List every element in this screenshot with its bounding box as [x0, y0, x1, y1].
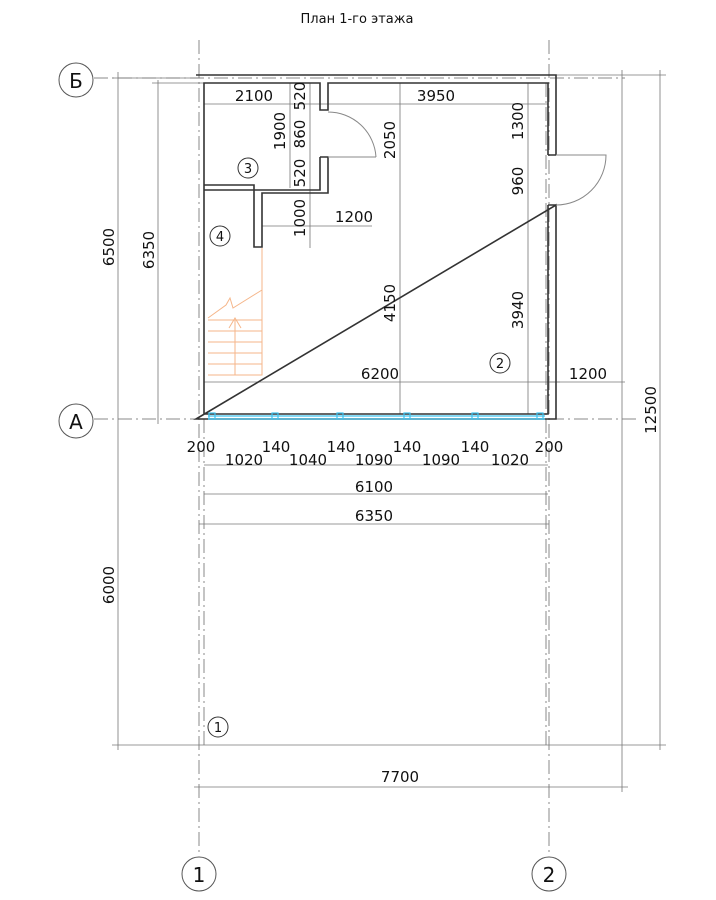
room-marker-4: 4: [209, 225, 231, 247]
dim-3950: 3950: [417, 87, 455, 105]
dim-1200-porch: 1200: [569, 365, 607, 383]
svg-text:1020: 1020: [225, 451, 263, 469]
plan-title: План 1-го этажа: [301, 12, 414, 27]
svg-text:2: 2: [496, 357, 504, 372]
svg-text:1040: 1040: [289, 451, 327, 469]
dim-6350: 6350: [355, 507, 393, 525]
svg-text:140: 140: [327, 438, 356, 456]
dimension-lines: [112, 70, 666, 792]
axis-bubble-a: А: [58, 403, 94, 439]
dim-1300: 1300: [509, 102, 527, 140]
dim-960: 960: [509, 167, 527, 196]
svg-text:140: 140: [262, 438, 291, 456]
dim-12500: 12500: [642, 386, 660, 434]
svg-text:А: А: [69, 410, 83, 434]
svg-text:140: 140: [393, 438, 422, 456]
dim-6350-vertical: 6350: [140, 231, 158, 269]
dim-1900: 1900: [271, 112, 289, 150]
dimension-labels: 2100 3950 520 860 520 1900 2050 1300 960…: [100, 82, 660, 786]
dim-6100: 6100: [355, 478, 393, 496]
dim-7700: 7700: [381, 768, 419, 786]
dim-520-top: 520: [291, 82, 309, 111]
staircase: [207, 248, 263, 376]
svg-text:3: 3: [244, 162, 252, 177]
dim-4150: 4150: [381, 284, 399, 322]
svg-text:Б: Б: [69, 69, 83, 93]
svg-text:1090: 1090: [355, 451, 393, 469]
svg-text:1: 1: [214, 721, 222, 736]
room-marker-3: 3: [237, 157, 259, 179]
dim-3940: 3940: [509, 291, 527, 329]
svg-text:1090: 1090: [422, 451, 460, 469]
interior-door: [327, 111, 377, 158]
dim-2100: 2100: [235, 87, 273, 105]
svg-text:1020: 1020: [491, 451, 529, 469]
dim-860: 860: [291, 120, 309, 149]
svg-text:200: 200: [187, 438, 216, 456]
svg-text:2: 2: [543, 863, 556, 887]
axis-bubble-b: Б: [58, 62, 94, 98]
room-marker-1: 1: [207, 716, 229, 738]
svg-text:4: 4: [216, 230, 224, 245]
dim-2050: 2050: [381, 121, 399, 159]
svg-text:1: 1: [193, 863, 206, 887]
svg-text:200: 200: [535, 438, 564, 456]
dim-1200-stub: 1200: [335, 208, 373, 226]
axis-bubble-1: 1: [181, 856, 217, 892]
room-marker-2: 2: [489, 352, 511, 374]
svg-text:140: 140: [461, 438, 490, 456]
dim-520-bottom: 520: [291, 159, 309, 188]
dim-1000: 1000: [291, 199, 309, 237]
axis-bubble-2: 2: [531, 856, 567, 892]
dim-6200: 6200: [361, 365, 399, 383]
dim-6500: 6500: [100, 228, 118, 266]
glazing: [208, 412, 545, 420]
entrance-door: [555, 154, 607, 206]
dim-6000: 6000: [100, 566, 118, 604]
